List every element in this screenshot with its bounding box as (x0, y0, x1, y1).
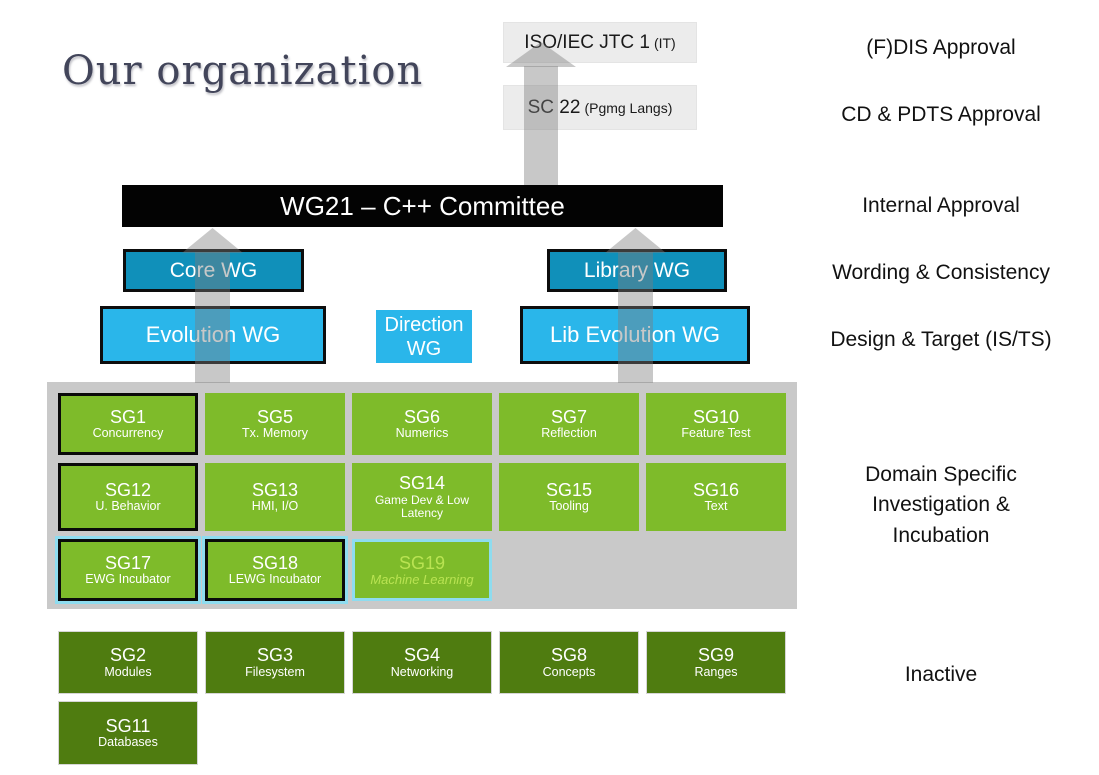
stage-label-internal: Internal Approval (862, 194, 1020, 217)
sg-name: Concepts (542, 664, 596, 679)
up-arrow-head-left (182, 228, 243, 253)
iso-jtc1-qualifier: (IT) (653, 34, 676, 51)
sg-name: Databases (98, 735, 158, 750)
stage-label-wording: Wording & Consistency (832, 261, 1050, 284)
sg-box-sg10: SG10 Feature Test (646, 393, 786, 455)
sg-box-sg7: SG7 Reflection (499, 393, 639, 455)
stage-label-inactive: Inactive (904, 663, 978, 686)
sg-name: Machine Learning (370, 572, 474, 588)
sg-name: HMI, I/O (251, 499, 299, 514)
iso-jtc1-label: ISO/IEC JTC 1 (524, 31, 650, 53)
sg-id: SG9 (697, 645, 735, 666)
sg-id: SG13 (251, 479, 299, 500)
sg-name: Feature Test (681, 426, 751, 441)
up-arrow-head-right (605, 228, 666, 253)
sg-name: U. Behavior (95, 499, 161, 514)
direction-wg-label: Direction WG (384, 313, 464, 360)
sg-box-sg8: SG8 Concepts (499, 631, 639, 694)
sg-name: Ranges (694, 664, 738, 679)
lib-evolution-wg-box: Lib Evolution WG (520, 306, 750, 364)
up-arrow-shaft-center (524, 66, 558, 185)
sg-box-sg1: SG1 Concurrency (58, 393, 198, 455)
sg-box-sg16: SG16 Text (646, 463, 786, 531)
sg-box-sg9: SG9 Ranges (646, 631, 786, 694)
sg-id: SG2 (109, 645, 147, 666)
sg-box-sg12: SG12 U. Behavior (58, 463, 198, 531)
sg-box-sg6: SG6 Numerics (352, 393, 492, 455)
sc22-qualifier: (Pgmg Langs) (584, 99, 673, 116)
sg-box-sg11: SG11 Databases (58, 701, 198, 765)
stage-label-design: Design & Target (IS/TS) (830, 328, 1052, 351)
sg-id: SG3 (256, 645, 294, 666)
sg-id: SG17 (104, 552, 152, 573)
library-wg-box: Library WG (547, 249, 727, 292)
sg-id: SG15 (545, 479, 593, 500)
sg-id: SG7 (550, 406, 588, 427)
core-wg-label: Core WG (169, 258, 258, 282)
sg-box-sg18: SG18 LEWG Incubator (205, 539, 345, 601)
direction-wg-box: Direction WG (376, 310, 472, 363)
sc22-label: SC 22 (527, 96, 581, 118)
sg-box-sg3: SG3 Filesystem (205, 631, 345, 694)
sg-id: SG5 (256, 406, 294, 427)
sg-name: Networking (390, 664, 454, 679)
sg-name: Filesystem (245, 664, 305, 679)
iso-jtc1-box: ISO/IEC JTC 1 (IT) (503, 22, 697, 63)
sg-box-sg4: SG4 Networking (352, 631, 492, 694)
stage-label-cd-pdts: CD & PDTS Approval (841, 103, 1041, 126)
sg-name: Reflection (541, 426, 597, 441)
core-wg-box: Core WG (123, 249, 304, 292)
evolution-wg-label: Evolution WG (145, 322, 281, 347)
sg-box-sg15: SG15 Tooling (499, 463, 639, 531)
sg-id: SG19 (398, 552, 446, 573)
sg-name: Numerics (395, 426, 449, 441)
sg-name: Concurrency (92, 426, 164, 441)
stage-label-domain: Domain Specific Investigation & Incubati… (865, 463, 1017, 547)
sg-id: SG10 (692, 406, 740, 427)
sg-box-sg13: SG13 HMI, I/O (205, 463, 345, 531)
sg-id: SG8 (550, 645, 588, 666)
sg-id: SG6 (403, 406, 441, 427)
up-arrow-shaft-left (195, 252, 230, 383)
sg-name: Tx. Memory (242, 426, 308, 441)
sg-id: SG14 (398, 473, 446, 494)
sc22-box: SC 22 (Pgmg Langs) (503, 85, 697, 130)
sg-name: EWG Incubator (85, 572, 171, 587)
sg-id: SG1 (109, 406, 147, 427)
sg-name: Game Dev & Low Latency (374, 493, 470, 521)
sg-name: LEWG Incubator (228, 572, 322, 587)
sg-name: Modules (104, 664, 152, 679)
lib-evolution-wg-label: Lib Evolution WG (550, 322, 720, 347)
sg-box-sg14: SG14 Game Dev & Low Latency (352, 463, 492, 531)
sg-name: Tooling (549, 499, 589, 514)
sg-box-sg5: SG5 Tx. Memory (205, 393, 345, 455)
sg-id: SG4 (403, 645, 441, 666)
sg-name: Text (704, 499, 728, 514)
wg21-committee-label: WG21 – C++ Committee (280, 190, 565, 221)
sg-id: SG11 (105, 715, 151, 736)
page-title: Our organization (62, 48, 424, 94)
sg-id: SG16 (692, 479, 740, 500)
wg21-committee-bar: WG21 – C++ Committee (122, 185, 723, 227)
sg-box-sg17: SG17 EWG Incubator (58, 539, 198, 601)
sg-id: SG18 (251, 552, 299, 573)
sg-id: SG12 (104, 479, 152, 500)
stage-label-fdis: (F)DIS Approval (866, 36, 1016, 59)
library-wg-label: Library WG (583, 258, 691, 282)
sg-box-sg2: SG2 Modules (58, 631, 198, 694)
up-arrow-shaft-right (618, 252, 653, 383)
evolution-wg-box: Evolution WG (100, 306, 326, 364)
sg-box-sg19: SG19 Machine Learning (352, 539, 492, 601)
